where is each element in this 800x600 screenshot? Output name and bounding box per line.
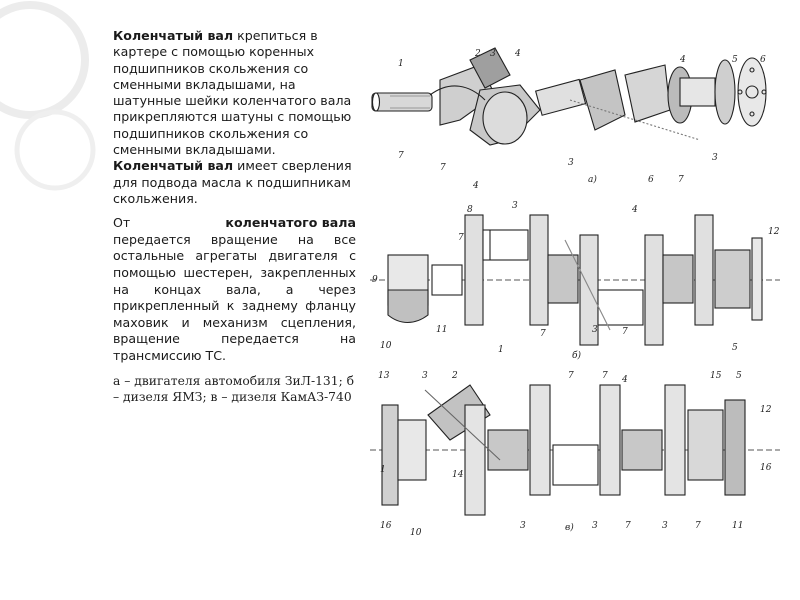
decorative-rings [0,1,96,191]
text-column: Коленчатый вал крепиться в картере с пом… [113,28,356,405]
part-label: 11 [436,325,447,335]
part-label: б) [572,350,581,361]
part-label: 8 [467,205,473,215]
part-label: 16 [380,521,392,531]
part-label: 16 [760,463,772,473]
part-label: 7 [398,151,404,161]
part-label: 7 [440,163,446,173]
part-label: 7 [695,521,701,531]
part-label: 2 [474,49,481,59]
paragraph-crankshaft-mounting: Коленчатый вал крепиться в картере с пом… [113,28,356,207]
part-label: 15 [710,371,722,381]
part-label: а) [588,174,597,185]
part-label: 10 [410,528,422,538]
part-label: 13 [378,371,390,381]
part-label: 3 [568,158,574,168]
bold-term: Коленчатый вал [113,158,234,174]
part-label: 10 [380,341,392,351]
figure-part-labels: 1 2 3 4 4 5 6 7 7 3 4 3 6 7 а) 8 3 7 4 1… [372,49,780,538]
part-label: 3 [592,325,598,335]
part-label: 11 [732,521,743,531]
part-label: 3 [662,521,668,531]
crankshaft-a-drawing [371,47,767,146]
part-label: 2 [451,371,458,381]
part-label: 7 [458,233,464,243]
part-label: в) [565,522,574,533]
bold-term: коленчатого вала [225,215,356,231]
paragraph-rotation-transfer: От коленчатого вала передается вращение н… [113,215,356,364]
part-label: 7 [540,329,546,339]
figure-caption: а – двигателя автомобиля ЗиЛ-131; б – ди… [113,373,355,404]
part-label: 3 [712,153,718,163]
part-label: 4 [679,55,686,65]
part-label: 9 [372,275,378,285]
part-label: 4 [472,181,479,191]
part-label: 12 [760,405,772,415]
part-label: 3 [512,201,518,211]
part-label: 7 [602,371,608,381]
part-label: 3 [422,371,428,381]
crankshaft-v-drawing [370,384,780,516]
part-label: 3 [490,49,496,59]
crankshaft-b-drawing [370,214,780,346]
part-label: 3 [592,521,598,531]
part-label: 7 [678,175,684,185]
part-label: 7 [625,521,631,531]
part-label: 5 [736,371,742,381]
bold-term: Коленчатый вал [113,28,234,43]
part-label: 6 [760,55,766,65]
part-label: 7 [568,371,574,381]
paragraph-text: имеет сверления для подвода масла к подш… [113,158,352,206]
part-label: 4 [621,375,628,385]
part-label: 3 [520,521,526,531]
part-label: 4 [631,205,638,215]
part-label: 12 [768,227,780,237]
part-label: 1 [498,345,504,355]
part-label: 5 [732,55,738,65]
part-label: 1 [380,465,386,475]
part-label: 14 [452,470,464,480]
part-label: 7 [622,327,628,337]
paragraph-text: крепиться в картере с помощью коренных п… [113,28,352,158]
part-label: 6 [648,175,654,185]
paragraph-text: передается вращение на все остальные агр… [113,231,356,364]
paragraph-text: От [113,215,131,231]
part-label: 5 [732,343,738,353]
crankshaft-drawings: 1 2 3 4 4 5 6 7 7 3 4 3 6 7 а) 8 3 7 4 1… [370,47,780,538]
part-label: 1 [398,59,404,69]
part-label: 4 [514,49,521,59]
